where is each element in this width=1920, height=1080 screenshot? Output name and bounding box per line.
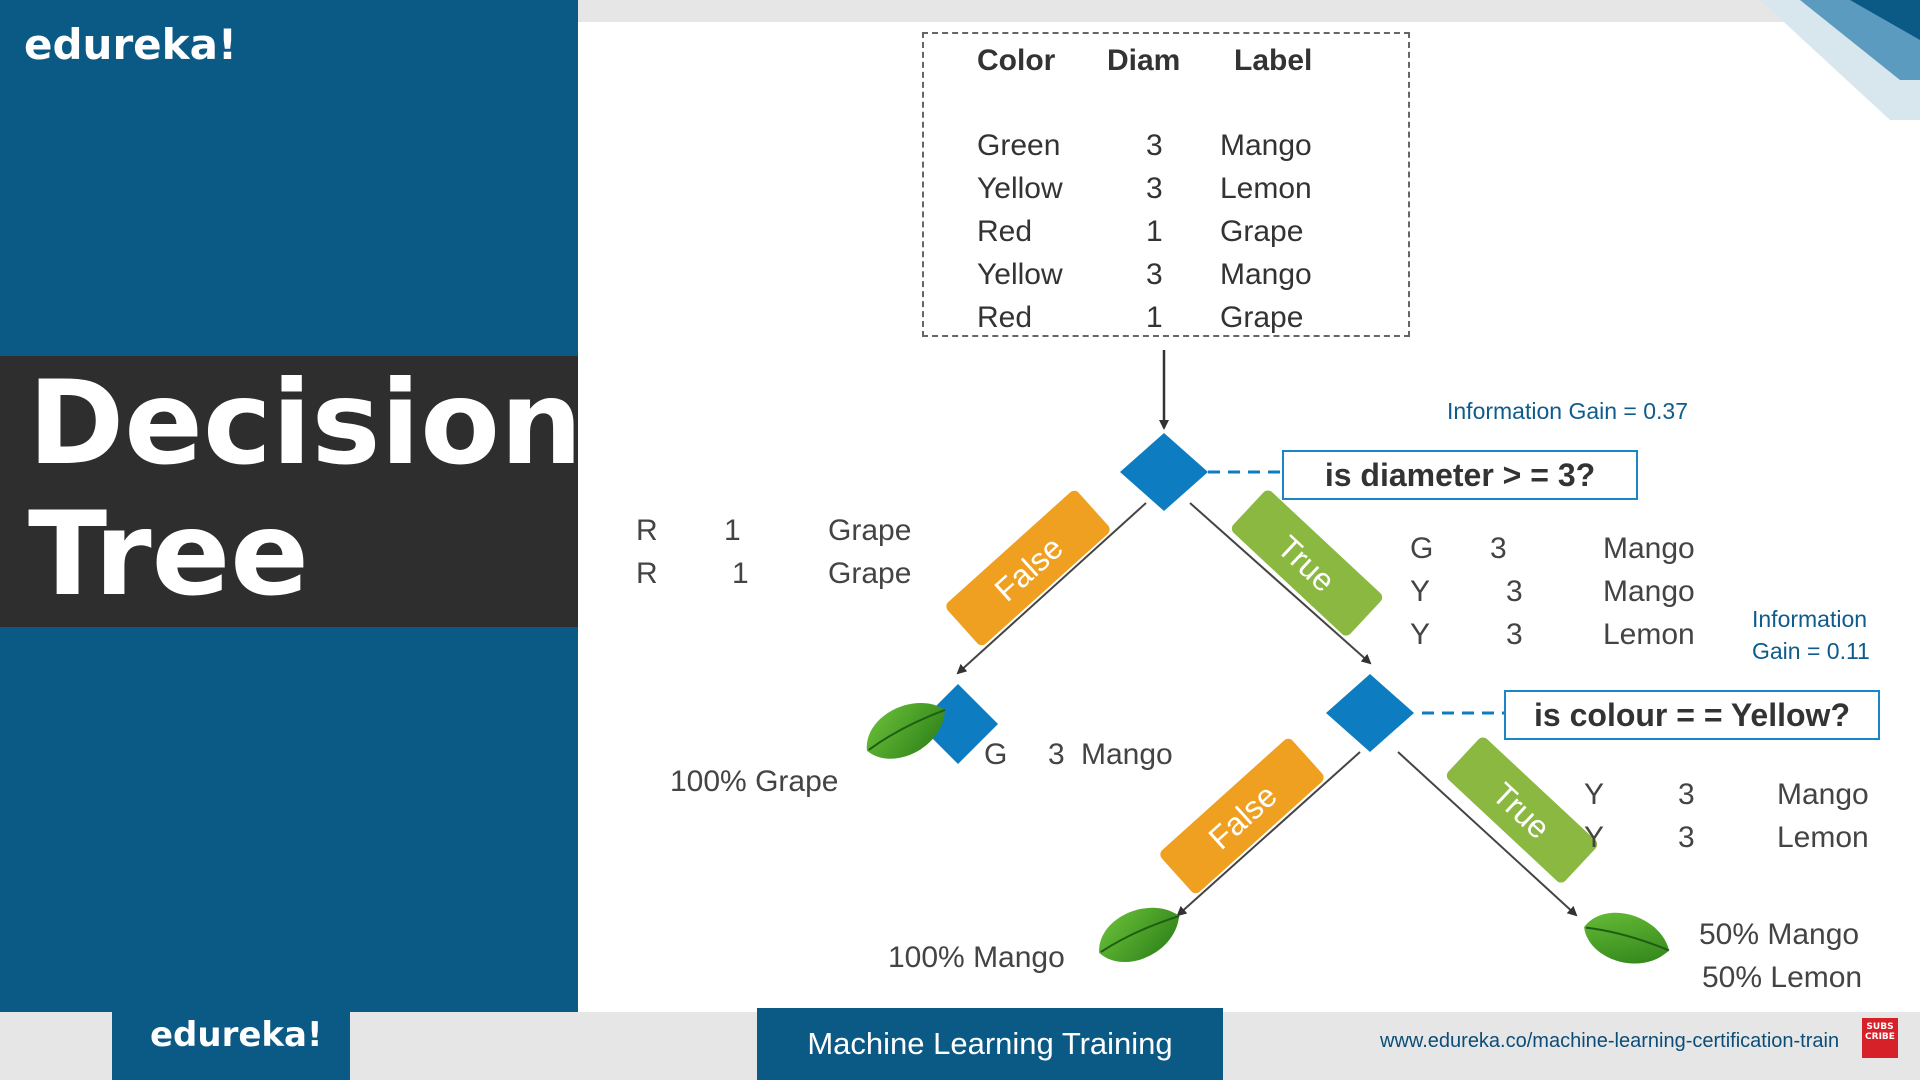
grape-leaf-icon [866,703,946,759]
table-cell: Grape [1220,301,1304,334]
subset-cell: 3 [1490,532,1507,565]
corner-decoration [1760,0,1920,120]
root-false-edge [956,502,1147,675]
footer-url-link[interactable]: www.edureka.co/machine-learning-certific… [1380,1030,1840,1052]
subset-cell: R [636,557,658,590]
root-true-banner: True [1231,490,1383,636]
subset-cell: 1 [724,514,741,547]
root-false-banner: False [946,490,1110,646]
table-header-color: Color [977,44,1056,77]
root-question-text: is diameter > = 3? [1324,456,1596,493]
table-cell: Lemon [1220,172,1312,205]
footer-course-title: Machine Learning Training [807,1026,1173,1061]
green-row-diam: 3 [1048,738,1065,771]
mixed-leaf-icon [1584,912,1670,964]
subset-cell: Grape [828,557,912,590]
table-header-diam: Diam [1107,44,1181,77]
subset-cell: Mango [1603,575,1695,608]
table-cell: Yellow [977,172,1063,205]
subset-cell: Mango [1603,532,1695,565]
table-cell: 3 [1146,129,1163,162]
table-cell: 3 [1146,258,1163,291]
node2-question-box: is colour = = Yellow? [1504,690,1880,740]
table-cell: Red [977,215,1033,248]
grape-leaf-diamond [918,684,998,764]
table-cell: Mango [1220,258,1312,291]
node2-information-gain-line2: Gain = 0.11 [1752,638,1870,664]
subset-cell: 1 [732,557,749,590]
training-data-table: Color Diam Label Green 3 Mango Yellow 3 … [922,32,1410,337]
subscribe-icon[interactable]: SUBS CRIBE [1862,1018,1898,1058]
node2-question-text: is colour = = Yellow? [1534,696,1850,733]
slide-top-strip [578,0,1920,22]
subset-cell: 3 [1506,575,1523,608]
subset-cell: Y [1410,618,1431,651]
mango-leaf-icon [1099,907,1180,962]
node2-false-edge [1176,751,1361,917]
table-cell: Red [977,301,1033,334]
node2-false-banner: False [1160,738,1324,894]
node2-true-edge [1397,751,1578,917]
subset-cell: Lemon [1603,618,1695,651]
leaf-label-grape: 100% Grape [670,765,839,798]
node2-true-banner: True [1446,737,1598,883]
table-cell: Grape [1220,215,1304,248]
root-information-gain: Information Gain = 0.37 [1447,398,1689,424]
subset-cell: Y [1584,821,1605,854]
subset-cell: Y [1410,575,1431,608]
subset-cell: 3 [1678,821,1695,854]
footer-course-box [757,1008,1223,1080]
table-cell: Green [977,129,1061,162]
table-header-label: Label [1234,44,1313,77]
leaf-label-mango: 100% Mango [888,941,1065,974]
subset-cell: 3 [1506,618,1523,651]
slide-title-line1: Decision [28,356,583,491]
table-cell: 3 [1146,172,1163,205]
subset-cell: Y [1584,778,1605,811]
footer-logo-box [112,1012,350,1080]
root-question-box: is diameter > = 3? [1282,450,1638,500]
edureka-logo: edureka! [24,20,238,69]
table-cell: 1 [1146,301,1163,334]
table-cell: Mango [1220,129,1312,162]
subset-cell: G [1410,532,1434,565]
title-band [0,356,578,627]
leaf-label-mixed-line2: 50% Lemon [1702,961,1863,994]
node2-information-gain-line1: Information [1752,606,1868,632]
table-cell: Yellow [977,258,1063,291]
subset-cell: Grape [828,514,912,547]
green-row-label: Mango [1081,738,1173,771]
subset-cell: 3 [1678,778,1695,811]
table-cell: 1 [1146,215,1163,248]
leaf-label-mixed-line1: 50% Mango [1699,918,1860,951]
slide-title-line2: Tree [28,487,309,622]
root-decision-diamond [1120,433,1208,511]
node2-decision-diamond [1326,674,1414,752]
subset-cell: Mango [1777,778,1869,811]
root-true-edge [1189,502,1372,665]
subset-cell: Lemon [1777,821,1869,854]
green-row-color: G [984,738,1008,771]
subset-cell: R [636,514,658,547]
footer-edureka-logo: edureka! [150,1015,323,1055]
